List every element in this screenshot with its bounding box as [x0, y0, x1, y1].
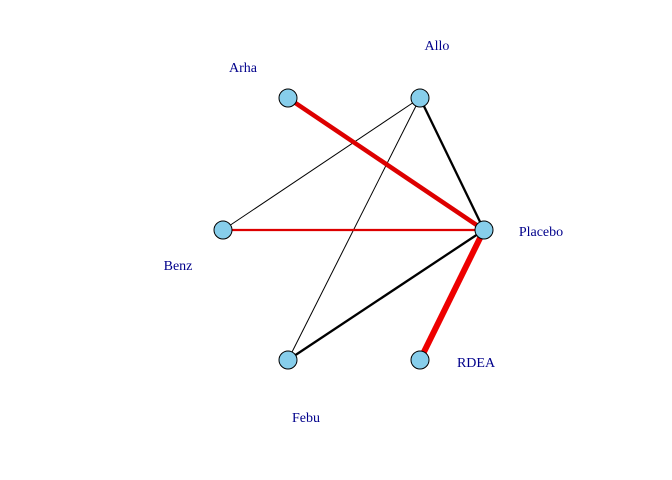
node-benz	[213, 220, 233, 240]
node-allo	[410, 88, 430, 108]
node-label-rdea: RDEA	[457, 356, 496, 371]
node-label-arha: Arha	[229, 61, 258, 76]
edge-allo-benz	[222, 97, 421, 231]
node-febu	[278, 350, 298, 370]
edge-arha-placebo	[286, 96, 486, 232]
node-rdea	[410, 350, 430, 370]
edge-rdea-placebo	[417, 228, 487, 362]
node-label-allo: Allo	[425, 39, 450, 54]
node-label-benz: Benz	[164, 259, 193, 274]
node-arha	[278, 88, 298, 108]
nodes-layer	[213, 88, 494, 370]
node-label-febu: Febu	[292, 411, 320, 426]
edges-layer	[222, 96, 487, 362]
edge-allo-placebo	[418, 97, 486, 231]
edge-febu-placebo	[287, 229, 485, 361]
node-label-placebo: Placebo	[519, 225, 563, 240]
node-placebo	[474, 220, 494, 240]
